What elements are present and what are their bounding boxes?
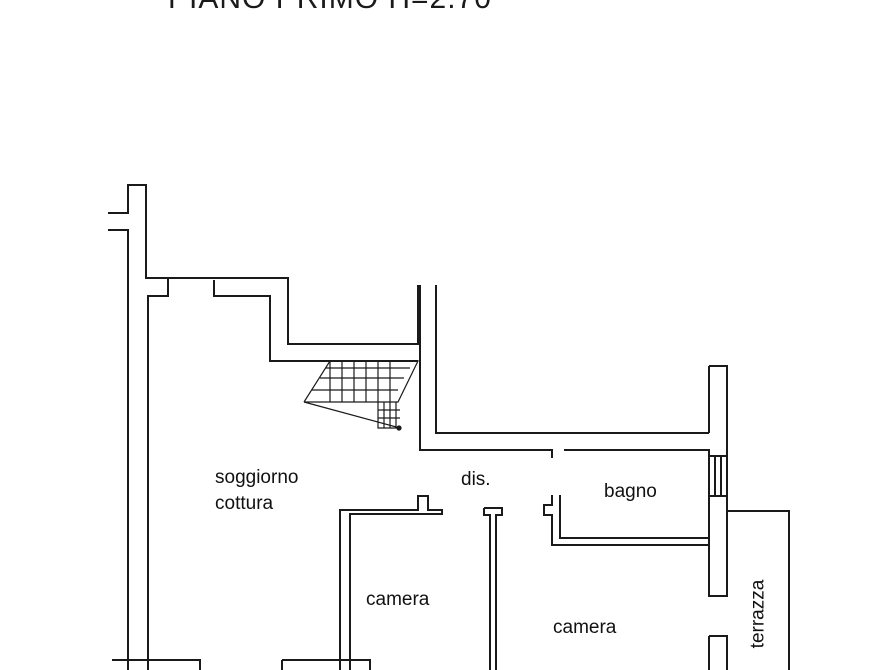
outer-wall-left <box>108 184 169 670</box>
room-label-cottura: cottura <box>215 493 274 514</box>
outer-wall-left-inner <box>108 229 129 670</box>
wall-partition-stair-inner <box>435 285 709 434</box>
wall-right-upper <box>709 365 728 496</box>
plan-title: PIANO PRIMO H=2.70 <box>168 0 492 16</box>
room-label-terrazza: terrazza <box>747 579 769 649</box>
wall-dis-partition-inner <box>483 508 491 670</box>
staircase <box>303 360 419 431</box>
wall-bagno-lower-inner <box>559 495 709 539</box>
wall-top-soggiorno-inner <box>213 280 418 362</box>
room-label-soggiorno: soggiorno <box>215 467 299 488</box>
room-label-camera-right: camera <box>553 617 617 638</box>
wall-dis-bagno <box>564 449 727 457</box>
wall-partition-stair <box>419 285 553 458</box>
wall-right-mid <box>708 495 728 597</box>
wall-dis-partition <box>484 507 503 670</box>
room-label-dis: dis. <box>461 469 491 490</box>
window-right <box>708 456 722 496</box>
room-label-bagno: bagno <box>604 481 657 502</box>
room-label-camera-left: camera <box>366 589 430 610</box>
wall-bagno-lower <box>543 495 709 546</box>
wall-bottom <box>112 659 371 670</box>
wall-top-soggiorno <box>168 277 419 345</box>
wall-camera-left <box>339 495 443 670</box>
terrazza-outline <box>727 510 790 670</box>
wall-right-lower <box>708 635 728 670</box>
